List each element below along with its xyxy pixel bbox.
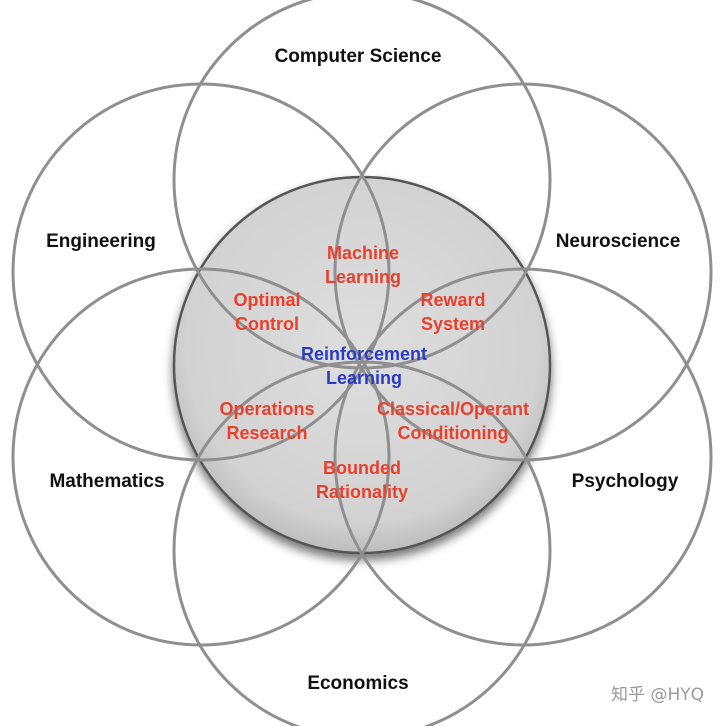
label-reward-system-line1: Reward — [420, 290, 485, 310]
label-reinforcement-learning-line1: Reinforcement — [301, 344, 427, 364]
label-neuroscience: Neuroscience — [556, 231, 681, 252]
economics-circle — [172, 360, 552, 726]
label-bounded-rationality-line1: Bounded — [323, 458, 401, 478]
label-reinforcement-learning-line2: Learning — [326, 368, 402, 388]
label-optimal-control-line1: Optimal — [233, 290, 300, 310]
label-computer-science: Computer Science — [275, 46, 442, 67]
neuroscience-circle — [333, 82, 713, 462]
label-optimal-control-line2: Control — [235, 314, 299, 334]
label-classical-operant-line2: Conditioning — [398, 423, 509, 443]
label-reward-system-line2: System — [421, 314, 485, 334]
label-operations-research-line1: Operations — [219, 399, 314, 419]
label-mathematics: Mathematics — [49, 471, 164, 492]
label-bounded-rationality-line2: Rationality — [316, 482, 408, 502]
label-operations-research-line2: Research — [226, 423, 307, 443]
label-engineering: Engineering — [46, 231, 156, 252]
label-economics: Economics — [307, 673, 408, 694]
label-classical-operant-line1: Classical/Operant — [377, 399, 529, 419]
engineering-circle — [11, 82, 391, 462]
label-machine-learning-line2: Learning — [325, 267, 401, 287]
label-psychology: Psychology — [572, 471, 679, 492]
label-machine-learning-line1: Machine — [327, 243, 399, 263]
watermark: 知乎 @HYQ — [611, 685, 704, 705]
